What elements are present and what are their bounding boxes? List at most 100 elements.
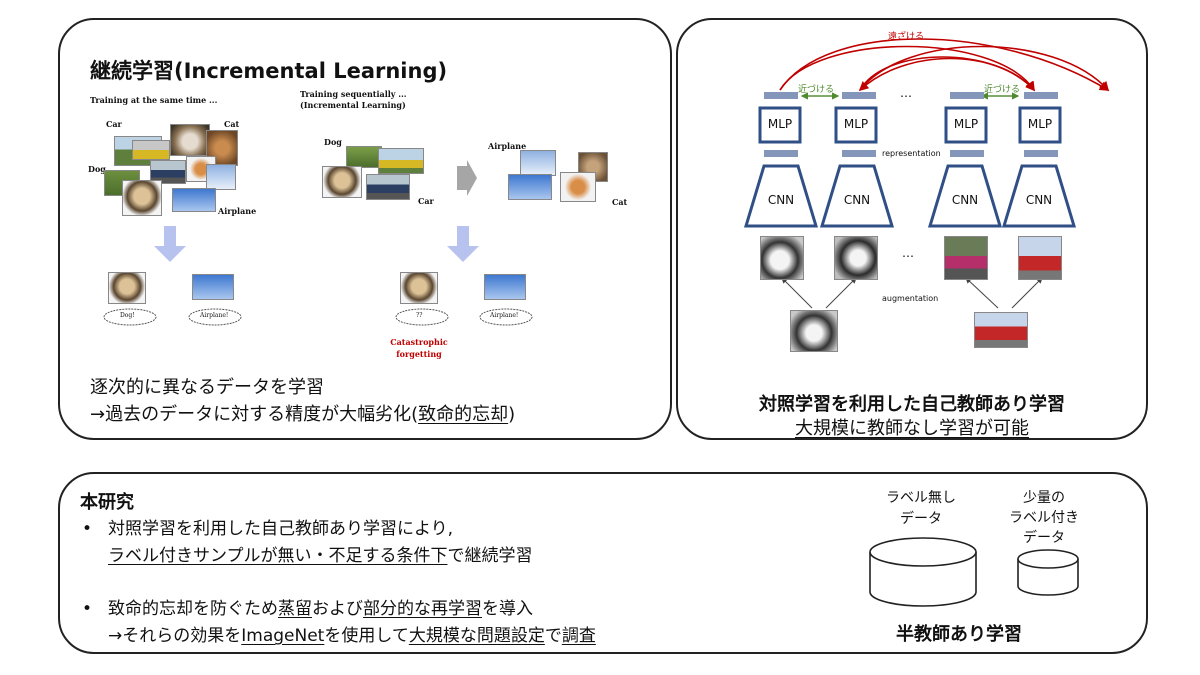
continual-learning-description: 逐次的に異なるデータを学習 →過去のデータに対する精度が大幅劣化(致命的忘却) bbox=[90, 374, 515, 428]
imagenet-term: ImageNet bbox=[241, 626, 325, 646]
label-dog-1: Dog bbox=[88, 164, 106, 174]
semi-supervised-caption: 半教師あり学習 bbox=[896, 624, 1022, 645]
cnn-label: CNN bbox=[951, 193, 979, 207]
dog-photo bbox=[346, 146, 382, 168]
bullet-dot: • bbox=[82, 599, 93, 619]
down-arrow-icon bbox=[154, 226, 186, 262]
catastrophic-line2: forgetting bbox=[396, 349, 442, 359]
bullet-2-line2: →それらの効果をImageNetを使用して大規模な問題設定で調査 bbox=[82, 623, 596, 650]
contrastive-caption: 対照学習を利用した自己教師あり学習 bbox=[759, 394, 1065, 415]
mlp-label: MLP bbox=[767, 117, 793, 131]
cnn-encoders bbox=[743, 164, 1077, 228]
description-line2: →過去のデータに対する精度が大幅劣化(致命的忘却) bbox=[90, 401, 515, 428]
label-car-2: Car bbox=[418, 196, 434, 206]
augmented-firetruck-image bbox=[1018, 236, 1062, 280]
bullet-2-line2-c: を使用して bbox=[324, 626, 409, 646]
original-cat-image bbox=[790, 310, 838, 352]
dog-photo bbox=[322, 166, 362, 198]
research-heading: 本研究 bbox=[80, 492, 134, 513]
dog-result-photo bbox=[400, 272, 438, 304]
bullet-1-line1-text: 対照学習を利用した自己教師あり学習により, bbox=[108, 519, 454, 539]
bullet-2-text-c: および bbox=[312, 599, 363, 619]
bullet-1-line2-suffix: で継続学習 bbox=[447, 546, 533, 566]
label-cat-2: Cat bbox=[612, 197, 628, 207]
cnn-label: CNN bbox=[843, 193, 871, 207]
dog-photo bbox=[122, 180, 162, 216]
sequential-caption-line2: (Incremental Learning) bbox=[300, 100, 406, 110]
cnn-label: CNN bbox=[1025, 193, 1053, 207]
sequential-caption: Training sequentially ... (Incremental L… bbox=[300, 89, 407, 111]
speech-bubble-icon bbox=[188, 308, 242, 326]
unknown-bubble-text: ?? bbox=[416, 312, 423, 319]
description-line2-suffix: ) bbox=[508, 404, 516, 425]
augmented-cat-image bbox=[760, 236, 804, 280]
contrastive-diagram bbox=[743, 38, 1110, 309]
contrastive-learning-panel bbox=[676, 18, 1148, 440]
catastrophic-forgetting-label: Catastrophic forgetting bbox=[384, 336, 454, 360]
bullet-1-line1: • 対照学習を利用した自己教師あり学習により, bbox=[82, 516, 533, 543]
bullet-2-text-e: を導入 bbox=[482, 599, 533, 619]
down-arrow-icon bbox=[447, 226, 479, 262]
labeled-line1: 少量の bbox=[1023, 490, 1065, 506]
continual-learning-title: 継続学習(Incremental Learning) bbox=[90, 59, 448, 83]
cat-photo bbox=[170, 124, 210, 156]
unlabeled-data-cylinder-icon bbox=[869, 537, 977, 607]
bullet-1-line2: ラベル付きサンプルが無い・不足する条件下で継続学習 bbox=[82, 543, 533, 570]
unlabeled-line2: データ bbox=[900, 511, 942, 527]
unlabeled-line1: ラベル無し bbox=[886, 490, 956, 506]
push-apart-label: 遠ざける bbox=[888, 32, 925, 42]
bullet-2-line2-a: →それらの効果を bbox=[108, 626, 242, 646]
car-photo bbox=[366, 174, 410, 200]
car-photo bbox=[378, 148, 424, 174]
bullet-dot: • bbox=[82, 519, 93, 539]
dog-result-photo bbox=[108, 272, 146, 304]
investigation-term: 調査 bbox=[561, 626, 596, 646]
pull-together-label: 近づける bbox=[798, 85, 835, 95]
pull-together-label: 近づける bbox=[984, 85, 1021, 95]
distillation-term: 蒸留 bbox=[278, 599, 312, 619]
cat-photo bbox=[560, 172, 596, 202]
mlp-boxes bbox=[758, 106, 1062, 144]
cnn-label: CNN bbox=[767, 193, 795, 207]
continual-learning-panel bbox=[58, 18, 672, 440]
label-car-1: Car bbox=[106, 119, 122, 129]
label-dog-2: Dog bbox=[324, 137, 342, 147]
speech-bubble-icon bbox=[395, 308, 449, 326]
description-line1: 逐次的に異なるデータを学習 bbox=[90, 377, 324, 398]
labeled-data-label: 少量の ラベル付き データ bbox=[996, 488, 1092, 548]
airplane-result-photo bbox=[484, 274, 526, 300]
augmentation-arrows bbox=[781, 277, 1043, 309]
mlp-label: MLP bbox=[843, 117, 869, 131]
augmented-firetruck-image bbox=[944, 236, 988, 280]
mlp-label: MLP bbox=[1027, 117, 1053, 131]
labeled-line2: ラベル付き bbox=[1009, 510, 1079, 526]
speech-bubble-icon bbox=[103, 308, 157, 326]
contrastive-subcaption: 大規模に教師なし学習が可能 bbox=[795, 418, 1029, 439]
original-firetruck-image bbox=[974, 312, 1028, 348]
description-line2-prefix: →過去のデータに対する精度が大幅劣化( bbox=[90, 404, 419, 425]
airplane-photo bbox=[520, 150, 556, 176]
catastrophic-line1: Catastrophic bbox=[390, 337, 448, 347]
airplane-bubble-text: Airplane! bbox=[490, 312, 519, 319]
dog-bubble-text: Dog! bbox=[120, 312, 135, 319]
airplane-photo bbox=[508, 174, 552, 200]
unlabeled-data-label: ラベル無し データ bbox=[866, 488, 976, 530]
catastrophic-forgetting-term: 致命的忘却 bbox=[418, 404, 509, 425]
labeled-line3: データ bbox=[1023, 530, 1065, 546]
bullet-2-line2-e: で bbox=[544, 626, 562, 646]
bullet-2-line1: •致命的忘却を防ぐため蒸留および部分的な再学習を導入 bbox=[82, 596, 596, 623]
label-airplane-1: Airplane bbox=[218, 206, 257, 216]
bullet-2: •致命的忘却を防ぐため蒸留および部分的な再学習を導入 →それらの効果をImage… bbox=[82, 596, 596, 650]
airplane-bubble-text: Airplane! bbox=[200, 312, 229, 319]
label-scarcity-term: ラベル付きサンプルが無い・不足する条件下 bbox=[108, 546, 448, 566]
speech-bubble-icon bbox=[479, 308, 533, 326]
representation-label: representation bbox=[882, 149, 941, 158]
partial-retraining-term: 部分的な再学習 bbox=[363, 599, 482, 619]
push-apart-arrows bbox=[779, 38, 1110, 92]
representation-vectors bbox=[764, 150, 1058, 157]
car-photo bbox=[132, 140, 170, 160]
middle-ellipsis: … bbox=[902, 246, 914, 260]
sequential-caption-line1: Training sequentially ... bbox=[300, 89, 407, 99]
labeled-data-cylinder-icon bbox=[1017, 549, 1079, 596]
mlp-label: MLP bbox=[953, 117, 979, 131]
